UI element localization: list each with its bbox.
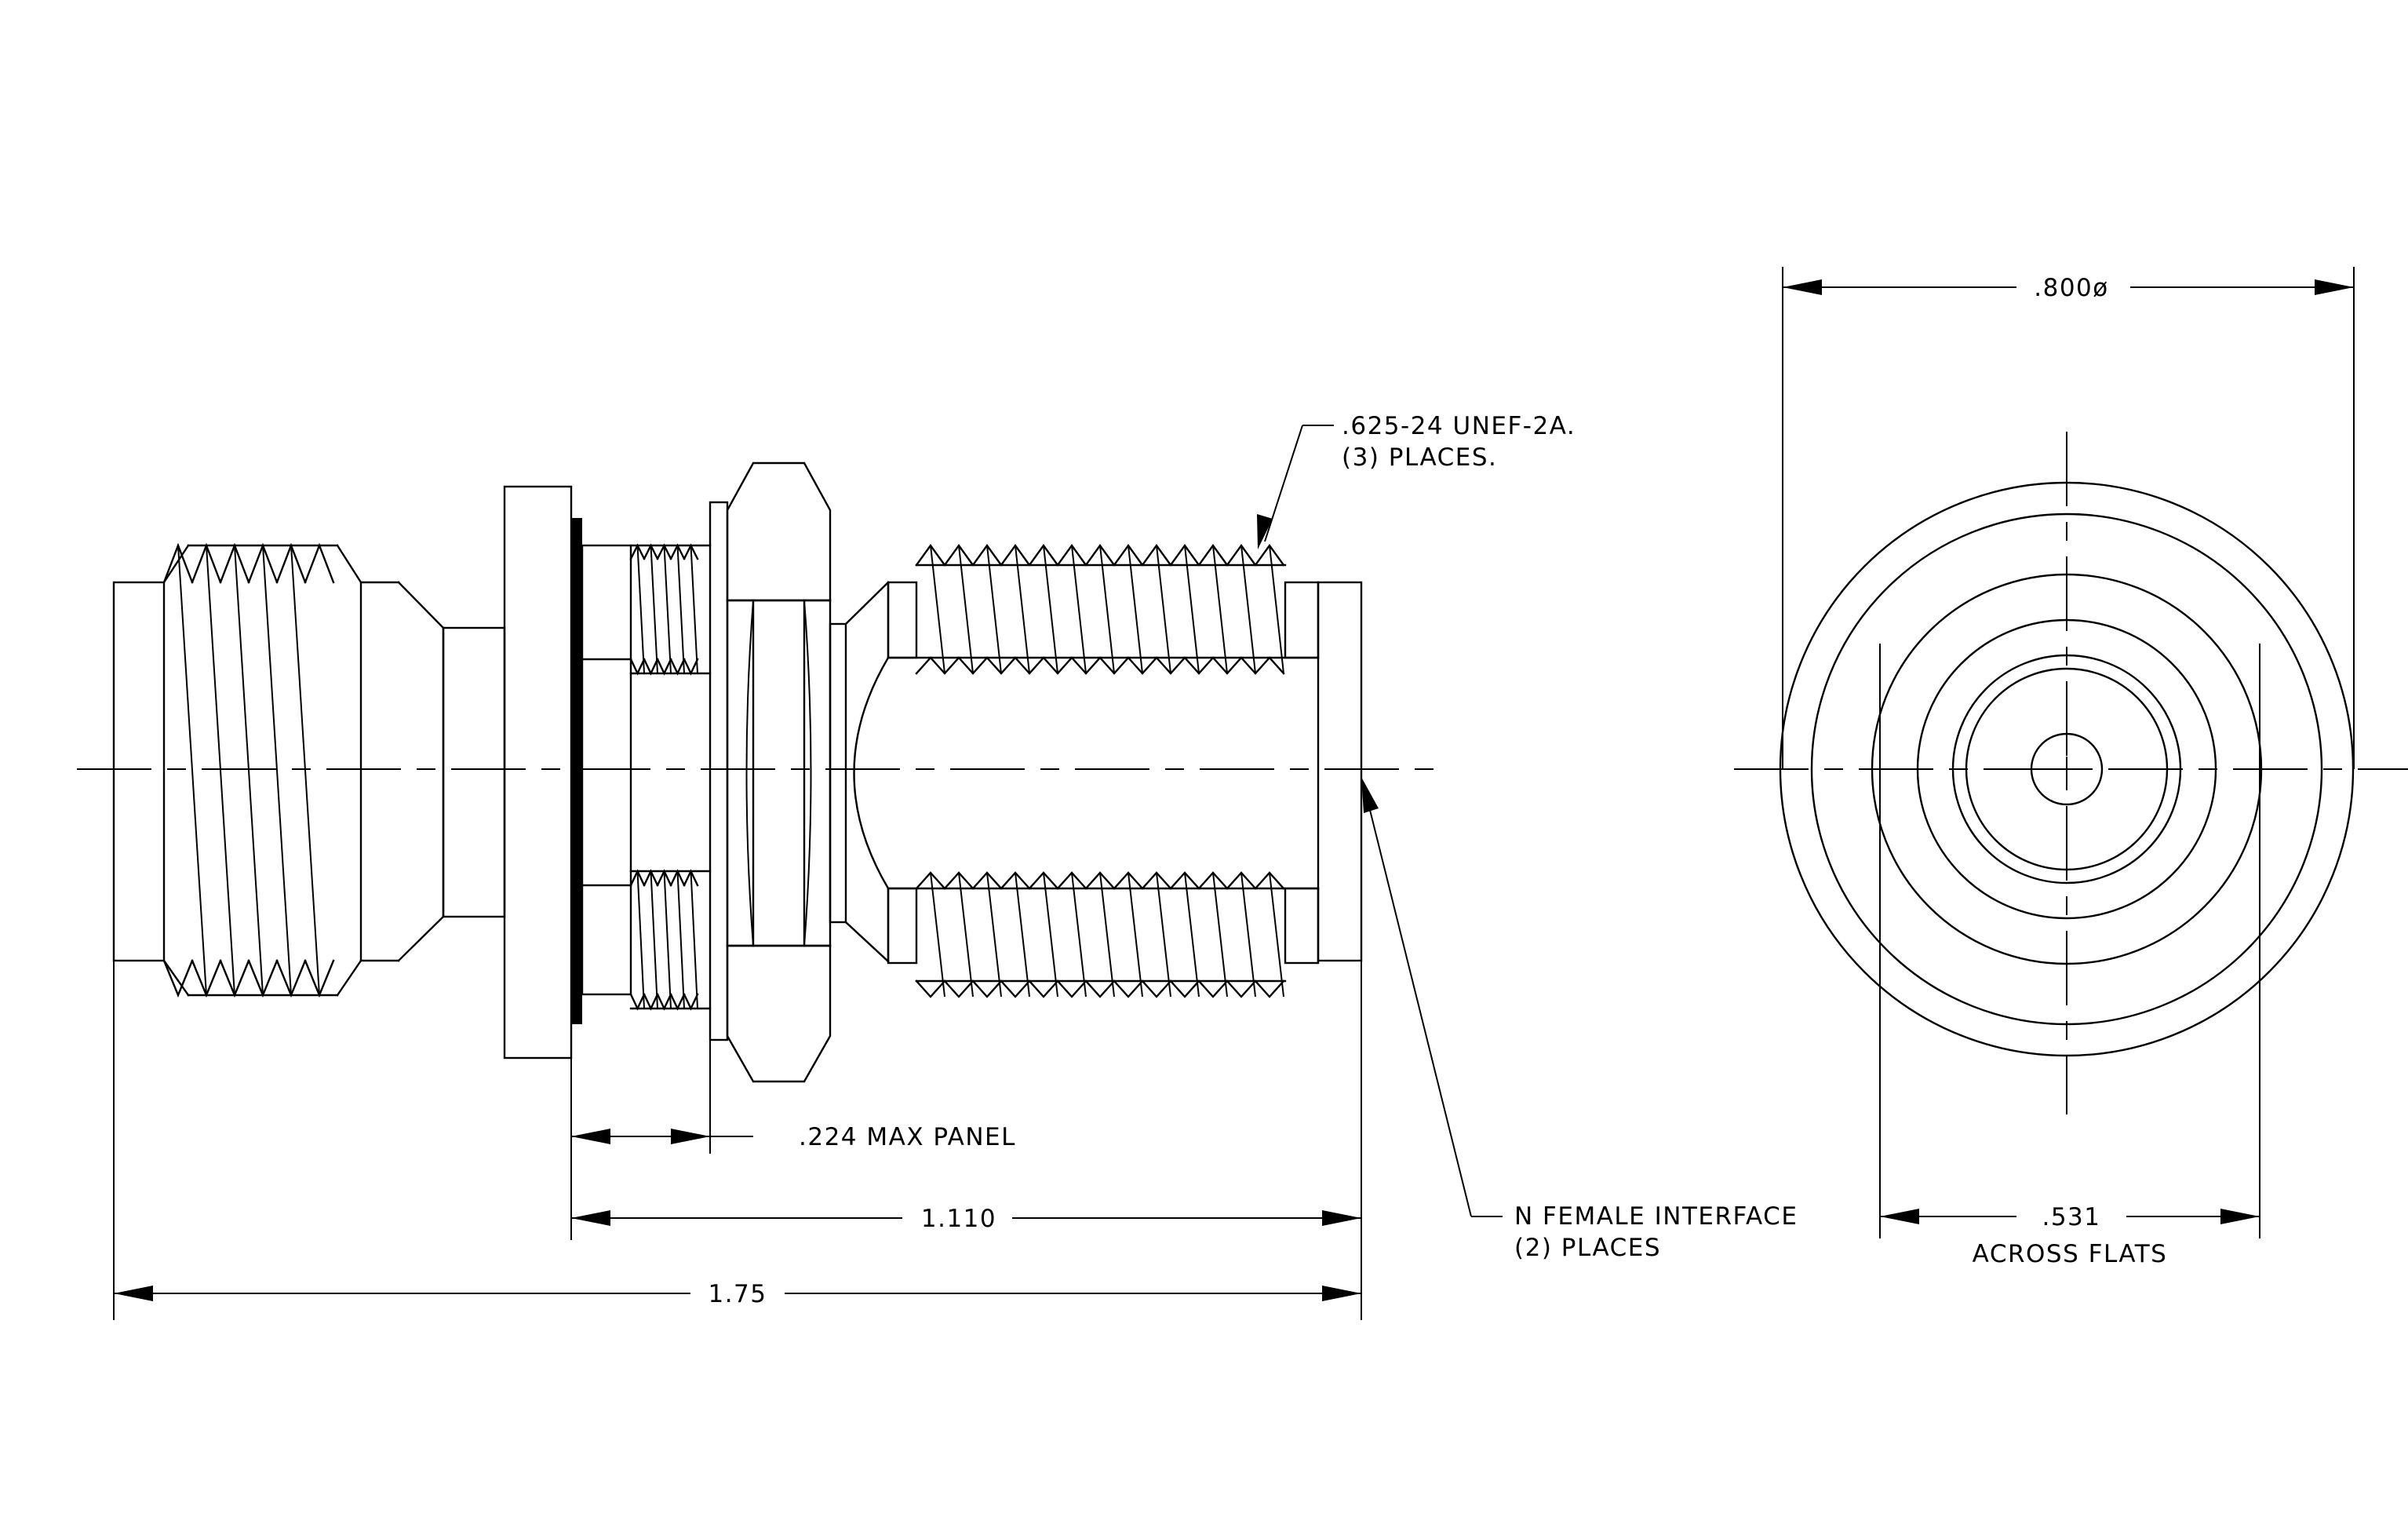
thread-line	[1269, 545, 1284, 674]
length-1110-label: 1.110	[921, 1205, 996, 1233]
hex-flat-circle	[1871, 573, 2263, 965]
thread-line	[690, 545, 698, 674]
center-contact-circle	[2030, 732, 2104, 806]
length-1110-dimension: 1.110	[571, 1205, 1361, 1233]
thread-line	[290, 545, 320, 996]
thread-line	[1043, 545, 1058, 674]
thread-teeth	[915, 979, 1285, 998]
thread-line	[1156, 545, 1171, 674]
flange	[503, 485, 573, 1060]
thread-line	[958, 545, 974, 674]
thread-line	[1099, 545, 1115, 674]
thread-line	[930, 872, 945, 998]
flats-caption-label: ACROSS FLATS	[1973, 1240, 2168, 1268]
thread-line	[650, 870, 658, 1009]
thread-teeth	[629, 993, 699, 1011]
interface-callout: N FEMALE INTERFACE (2) PLACES	[1361, 777, 1798, 1262]
thread-line	[1015, 545, 1030, 674]
thread-line	[663, 870, 672, 1009]
interface-line2: (2) PLACES	[1514, 1234, 1661, 1262]
thread-line	[1043, 872, 1058, 998]
thread-teeth	[162, 959, 335, 998]
thread-line	[1212, 545, 1228, 674]
flange-circle	[1810, 512, 2323, 1026]
thread-spec-line1: .625-24 UNEF-2A.	[1342, 412, 1576, 440]
left-coupling-body	[112, 542, 362, 998]
thread-line	[1269, 872, 1284, 998]
thread-line	[676, 870, 685, 1009]
interface-inner-circle	[1965, 667, 2169, 871]
lock-washer	[709, 501, 729, 1041]
thread-line	[1099, 872, 1115, 998]
thread-line	[1240, 872, 1256, 998]
length-175-label: 1.75	[708, 1280, 767, 1308]
thread-line	[986, 872, 1002, 998]
end-view	[1734, 432, 2408, 1114]
thread-line	[206, 545, 235, 996]
interface-outer-circle	[1951, 654, 2182, 885]
length-175-dimension: 1.75	[114, 1280, 1361, 1308]
max-panel-dimension: .224 MAX PANEL	[571, 1123, 1016, 1151]
bulkhead-body	[581, 544, 632, 996]
right-body-threads	[915, 543, 1287, 998]
interface-line1: N FEMALE INTERFACE	[1514, 1202, 1798, 1231]
thread-line	[1127, 872, 1143, 998]
thread-teeth	[629, 658, 699, 676]
thread-line	[690, 870, 698, 1009]
end-dimensions: .800ø .531 ACROSS FLATS	[1782, 267, 2355, 1268]
gasket	[571, 518, 582, 1024]
thread-callout: .625-24 UNEF-2A. (3) PLACES.	[1257, 412, 1576, 549]
thread-line	[1184, 545, 1200, 674]
thread-line	[650, 545, 658, 674]
thread-teeth	[915, 656, 1285, 675]
hex-nut	[726, 461, 832, 1083]
diameter-dimension: .800ø	[1783, 274, 2354, 302]
thread-line	[262, 545, 292, 996]
thread-line	[636, 870, 645, 1009]
thread-line	[1127, 545, 1143, 674]
thread-line	[1184, 872, 1200, 998]
thread-line	[1015, 872, 1030, 998]
side-dimensions: .224 MAX PANEL 1.110 1.75 .625-24 UNEF-2…	[113, 412, 1798, 1320]
side-view	[77, 461, 1436, 1083]
diameter-label: .800ø	[2034, 274, 2109, 302]
neck	[359, 581, 506, 962]
thread-teeth	[162, 542, 335, 584]
thread-line	[177, 545, 207, 996]
thread-line	[986, 545, 1002, 674]
thread-line	[1071, 545, 1087, 674]
thread-line	[1156, 872, 1171, 998]
thread-line	[930, 545, 945, 674]
thread-line	[234, 545, 264, 996]
right-body	[844, 543, 1363, 998]
left-coupling-threads	[162, 542, 335, 998]
thread-line	[1212, 872, 1228, 998]
body-circle	[1916, 618, 2217, 920]
thread-line	[663, 545, 672, 674]
thread-line	[1071, 872, 1087, 998]
bulkhead-threads	[629, 543, 712, 1011]
max-panel-label: .224 MAX PANEL	[799, 1123, 1016, 1151]
spacer-ring	[829, 622, 847, 924]
thread-line	[636, 545, 645, 674]
flats-value-label: .531	[2042, 1203, 2100, 1231]
thread-spec-line2: (3) PLACES.	[1342, 443, 1497, 472]
thread-line	[958, 872, 974, 998]
thread-line	[676, 545, 685, 674]
thread-line	[1240, 545, 1256, 674]
across-flats-dimension: .531 ACROSS FLATS	[1880, 1203, 2260, 1268]
